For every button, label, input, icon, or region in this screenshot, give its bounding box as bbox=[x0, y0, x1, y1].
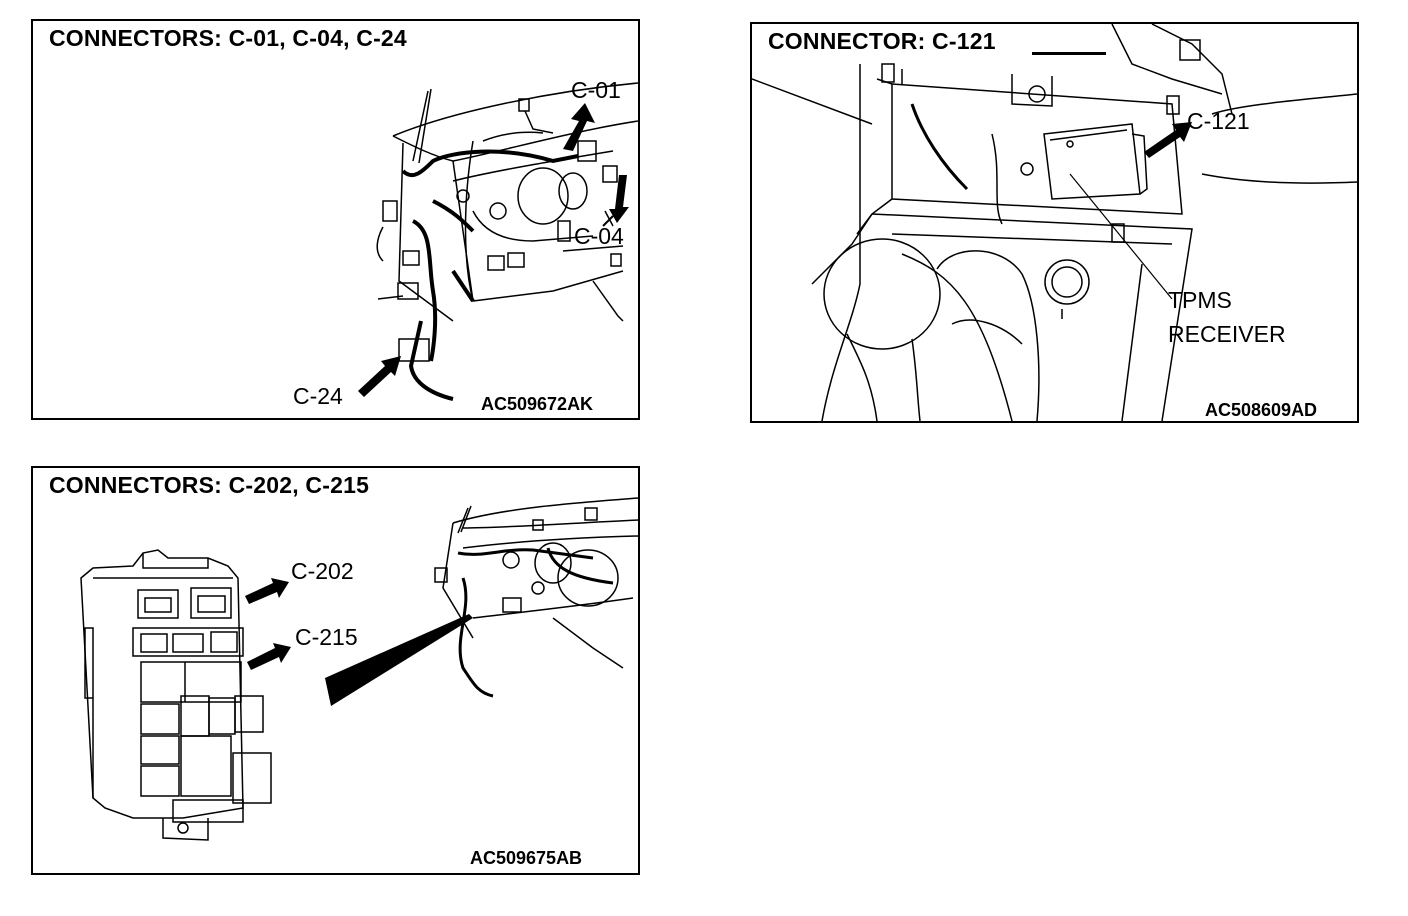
figure-code: AC509675AB bbox=[470, 848, 583, 868]
center-console-illustration bbox=[752, 24, 1357, 421]
label-c24: C-24 bbox=[293, 383, 343, 409]
diagram-panel-c202-c215: CONNECTORS: C-202, C-215 C-202 C-215 AC5… bbox=[31, 466, 640, 875]
panel-title: CONNECTORS: C-202, C-215 bbox=[49, 472, 370, 498]
figure-code: AC509672AK bbox=[481, 394, 594, 414]
diagram-panel-c01-c04-c24: CONNECTORS: C-01, C-04, C-24 C-01 C-04 C… bbox=[31, 19, 640, 420]
diagram-panel-c121: CONNECTOR: C-121 C-121 TPMS RECEIVER AC5… bbox=[750, 22, 1359, 423]
label-receiver: RECEIVER bbox=[1168, 321, 1286, 347]
label-c04: C-04 bbox=[574, 223, 624, 249]
label-tpms: TPMS bbox=[1168, 287, 1232, 313]
panel-title: CONNECTORS: C-01, C-04, C-24 bbox=[49, 25, 407, 51]
label-c01: C-01 bbox=[571, 77, 621, 103]
instrument-panel-harness-illustration bbox=[358, 82, 638, 401]
panel-title: CONNECTOR: C-121 bbox=[768, 28, 996, 54]
title-underline bbox=[1032, 52, 1106, 55]
label-c202: C-202 bbox=[291, 558, 354, 584]
figure-code: AC508609AD bbox=[1205, 400, 1318, 420]
junction-block-illustration bbox=[80, 497, 638, 841]
label-c215: C-215 bbox=[295, 624, 358, 650]
label-c121: C-121 bbox=[1187, 108, 1250, 134]
